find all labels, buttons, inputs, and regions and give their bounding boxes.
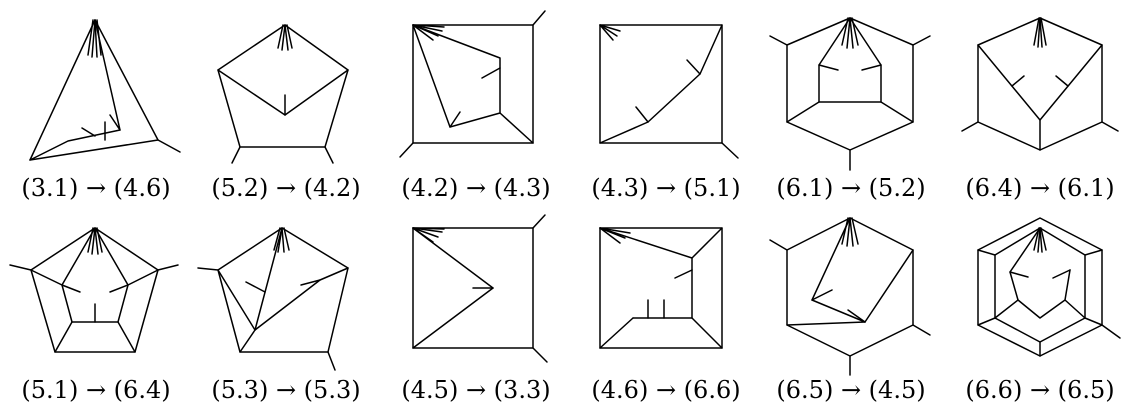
diagram-4-5-to-3-3 [412,214,548,363]
diagram-5-1-to-6-4 [9,227,179,353]
diagram-6-1-to-5-2 [769,17,931,171]
caption-panel-9: (4.5) → (3.3) [401,376,550,404]
caption-panel-6: (6.4) → (6.1) [965,174,1114,202]
caption-panel-3: (4.2) → (4.3) [401,174,550,202]
diagram-4-3-to-5-1 [599,24,739,159]
diagram-6-6-to-6-5 [977,217,1121,357]
diagram-5-3-to-5-3 [197,227,349,371]
caption-panel-8: (5.3) → (5.3) [211,376,360,404]
diagram-4-6-to-6-6 [599,227,723,349]
caption-panel-1: (3.1) → (4.6) [21,174,170,202]
caption-panel-11: (6.5) → (4.5) [776,376,925,404]
diagram-4-2-to-4-3 [399,10,546,158]
caption-panel-12: (6.6) → (6.5) [965,376,1114,404]
caption-panel-10: (4.6) → (6.6) [591,376,740,404]
caption-panel-5: (6.1) → (5.2) [776,174,925,202]
diagram-3-1-to-4-6 [29,19,181,161]
diagram-6-4-to-6-1 [961,17,1119,151]
caption-panel-7: (5.1) → (6.4) [21,376,170,404]
caption-panel-2: (5.2) → (4.2) [211,174,360,202]
caption-panel-4: (4.3) → (5.1) [591,174,740,202]
diagram-5-2-to-4-2 [217,24,349,164]
diagram-6-5-to-4-5 [769,217,931,376]
